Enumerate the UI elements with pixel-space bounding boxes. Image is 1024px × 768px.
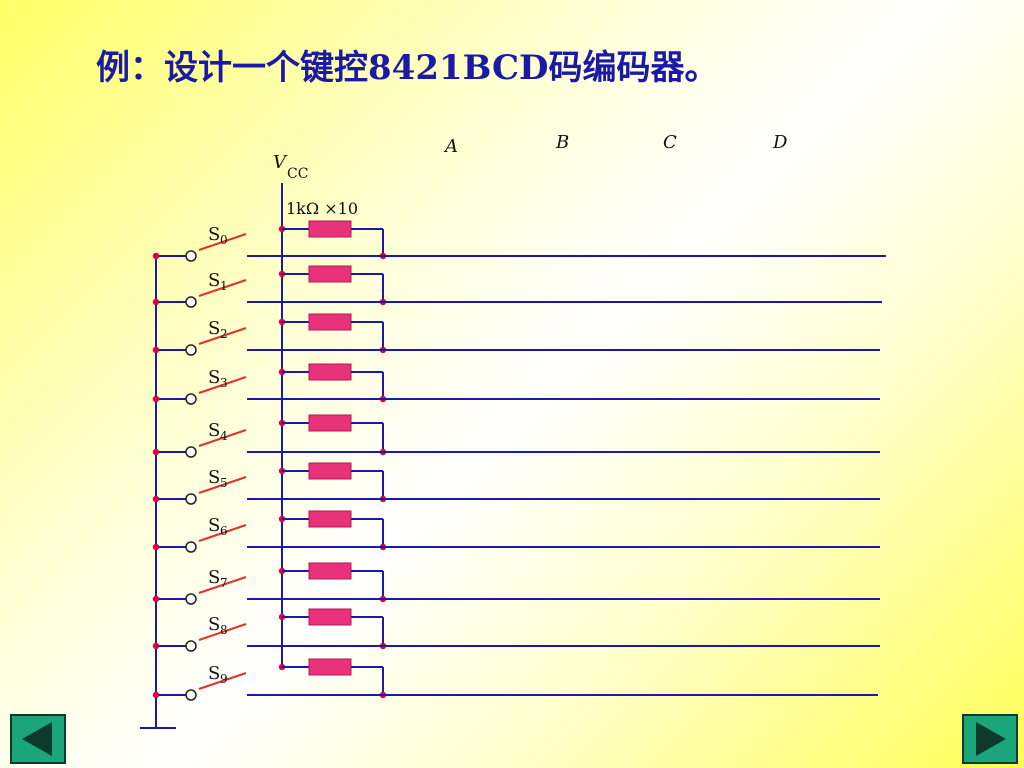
ground-junction-dot xyxy=(152,252,160,260)
output-label-b: B xyxy=(555,132,569,153)
switch-subscript: 8 xyxy=(220,623,228,637)
previous-slide-button[interactable] xyxy=(10,714,66,764)
switch-lever xyxy=(198,429,247,447)
switch-subscript: 4 xyxy=(220,429,228,443)
switch-subscript: 6 xyxy=(220,524,228,538)
ground-junction-dot xyxy=(152,642,160,650)
switch-contact xyxy=(185,593,197,605)
switch-lever xyxy=(198,376,247,394)
switch-contact xyxy=(185,446,197,458)
ground-junction-dot xyxy=(152,495,160,503)
resistor-array-label: 1kΩ ×10 xyxy=(286,199,358,218)
switch-subscript: 2 xyxy=(220,327,228,341)
switch-lever xyxy=(198,279,247,297)
switch-subscript: 3 xyxy=(220,376,228,390)
switch-lever xyxy=(198,576,247,594)
resistor xyxy=(308,220,352,238)
switch-lever xyxy=(198,327,247,345)
next-slide-button[interactable] xyxy=(962,714,1018,764)
output-label-c: C xyxy=(663,132,677,153)
switch-label: S xyxy=(208,467,220,488)
switch-subscript: 7 xyxy=(220,576,228,590)
ground-junction-dot xyxy=(152,346,160,354)
ground-junction-dot xyxy=(152,395,160,403)
switch-lever xyxy=(198,672,247,690)
switch-contact xyxy=(185,541,197,553)
triangle-right-icon xyxy=(976,722,1006,756)
resistor xyxy=(308,313,352,331)
switch-subscript: 9 xyxy=(220,672,228,686)
vcc-label: V xyxy=(273,152,288,173)
switch-contact xyxy=(185,493,197,505)
switch-lever xyxy=(198,476,247,494)
resistor xyxy=(308,562,352,580)
switch-subscript: 1 xyxy=(220,279,228,293)
page-title: 例：设计一个键控8421BCD码编码器。 xyxy=(96,48,719,88)
switch-contact xyxy=(185,640,197,652)
switch-contact xyxy=(185,344,197,356)
switch-contact xyxy=(185,393,197,405)
ground-junction-dot xyxy=(152,298,160,306)
switch-label: S xyxy=(208,515,220,536)
resistor xyxy=(308,462,352,480)
resistor xyxy=(308,658,352,676)
switch-contact xyxy=(185,689,197,701)
resistor xyxy=(308,414,352,432)
vcc-subscript: CC xyxy=(287,166,308,182)
switch-contact xyxy=(185,296,197,308)
switch-label: S xyxy=(208,567,220,588)
switch-label: S xyxy=(208,224,220,245)
switch-label: S xyxy=(208,420,220,441)
switch-subscript: 0 xyxy=(220,233,228,247)
switch-label: S xyxy=(208,614,220,635)
switch-label: S xyxy=(208,663,220,684)
ground-junction-dot xyxy=(152,595,160,603)
resistor xyxy=(308,265,352,283)
switch-subscript: 5 xyxy=(220,476,228,490)
switch-lever xyxy=(198,233,247,251)
output-label-a: A xyxy=(443,136,458,157)
resistor xyxy=(308,510,352,528)
switch-contact xyxy=(185,250,197,262)
switch-label: S xyxy=(208,367,220,388)
ground-junction-dot xyxy=(152,691,160,699)
output-label-d: D xyxy=(772,132,788,153)
resistor xyxy=(308,608,352,626)
ground-junction-dot xyxy=(152,543,160,551)
switch-label: S xyxy=(208,318,220,339)
ground-junction-dot xyxy=(152,448,160,456)
resistor xyxy=(308,363,352,381)
triangle-left-icon xyxy=(22,722,52,756)
switch-lever xyxy=(198,524,247,542)
switch-label: S xyxy=(208,270,220,291)
switch-lever xyxy=(198,623,247,641)
